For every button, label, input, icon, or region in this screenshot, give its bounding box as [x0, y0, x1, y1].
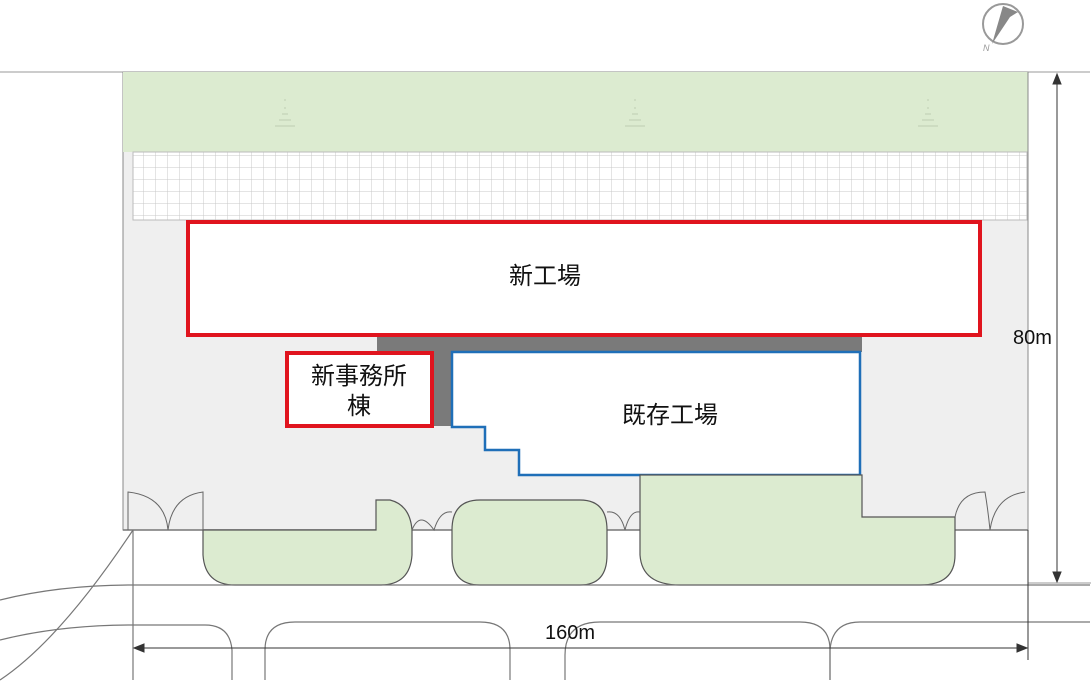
gate-symbols	[127, 491, 1026, 532]
green-strip	[123, 72, 1028, 152]
green-areas	[202, 474, 956, 586]
new-office-label-line2: 棟	[347, 392, 371, 420]
compass-north-label: N	[983, 43, 990, 53]
connector-corridor-vertical	[432, 352, 452, 426]
existing-factory-label: 既存工場	[622, 401, 718, 429]
road-lines	[0, 529, 1090, 681]
width-dimension-label: 160m	[545, 622, 596, 644]
compass-icon	[982, 3, 1024, 45]
tree-markers	[275, 99, 938, 127]
height-dimension-label: 80m	[1013, 327, 1052, 349]
existing-factory	[450, 350, 862, 477]
dimension-lines	[132, 72, 1091, 660]
connector-corridor	[377, 335, 862, 352]
new-factory-label: 新工場	[509, 262, 581, 290]
new-office	[285, 351, 434, 428]
parking-grid	[132, 151, 1028, 221]
new-office-label-line1: 新事務所	[311, 362, 407, 390]
new-factory	[186, 220, 982, 337]
